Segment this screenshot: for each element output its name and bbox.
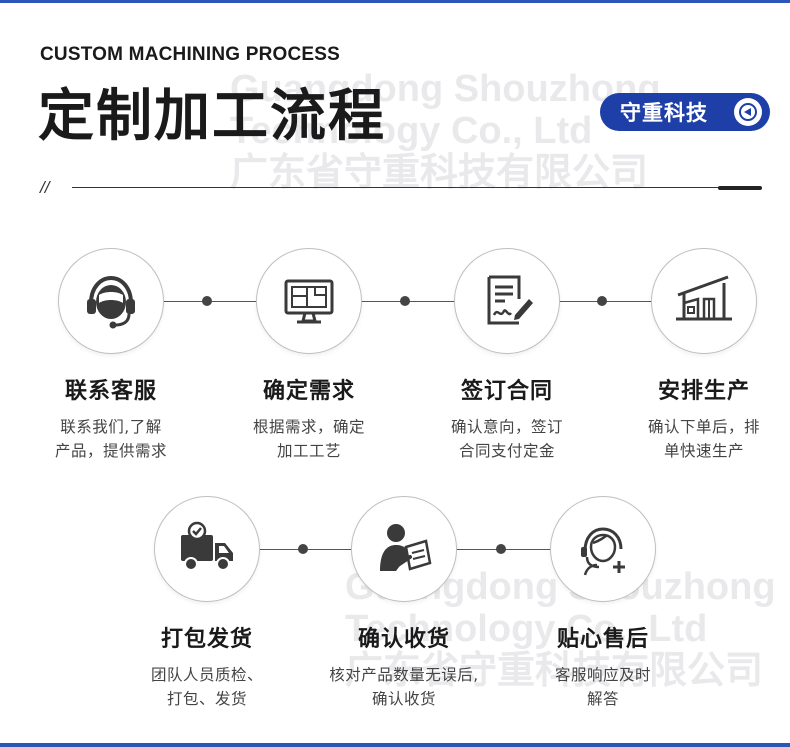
- process-step-after-sales: 贴心售后 客服响应及时 解答: [503, 496, 703, 711]
- process-step-contact: 联系客服 联系我们,了解 产品，提供需求: [11, 248, 211, 463]
- blueprint-monitor-icon: [284, 279, 334, 324]
- headset-agent-icon: [87, 275, 135, 329]
- step-title: 签订合同: [460, 379, 553, 404]
- contract-sign-icon: [487, 275, 533, 325]
- signing-person-icon: [380, 524, 432, 571]
- process-step-receipt: 确认收货 核对产品数量无误后, 确认收货: [304, 496, 504, 711]
- step-description: 根据需求，确定 加工工艺: [252, 418, 365, 460]
- divider-mark: //: [40, 178, 50, 197]
- delivery-truck-icon: [181, 521, 233, 571]
- page-title: 定制加工流程: [38, 84, 386, 149]
- brand-badge[interactable]: 守重科技: [600, 93, 770, 131]
- step-description: 确认意向，签订 合同支付定金: [450, 418, 563, 460]
- connector-dot: [597, 296, 607, 306]
- process-step-contract: 签订合同 确认意向，签订 合同支付定金: [407, 248, 607, 463]
- process-step-requirement: 确定需求 根据需求，确定 加工工艺: [209, 248, 409, 463]
- step-description: 核对产品数量无误后, 确认收货: [329, 666, 479, 708]
- connector-dot: [400, 296, 410, 306]
- step-icon-circle: [651, 248, 757, 354]
- top-edge: [0, 0, 790, 3]
- process-step-shipping: 打包发货 团队人员质检、 打包、发货: [107, 496, 307, 711]
- step-icon-circle: [154, 496, 260, 602]
- step-title: 确定需求: [262, 379, 355, 404]
- step-title: 联系客服: [64, 379, 157, 404]
- support-agent-icon: [581, 527, 625, 576]
- step-description: 确认下单后，排 单快速生产: [647, 418, 760, 460]
- step-title: 确认收货: [357, 627, 450, 652]
- page-subtitle: CUSTOM MACHINING PROCESS: [40, 44, 341, 65]
- step-title: 打包发货: [160, 627, 253, 652]
- step-icon-circle: [351, 496, 457, 602]
- bottom-edge: [0, 743, 790, 747]
- step-title: 安排生产: [657, 379, 750, 404]
- play-back-icon: [734, 98, 762, 126]
- connector-dot: [298, 544, 308, 554]
- connector-dot: [496, 544, 506, 554]
- step-description: 联系我们,了解 产品，提供需求: [54, 418, 167, 460]
- header-divider-accent: [718, 186, 762, 190]
- step-icon-circle: [58, 248, 164, 354]
- brand-badge-label: 守重科技: [620, 101, 708, 125]
- step-icon-circle: [550, 496, 656, 602]
- step-icon-circle: [256, 248, 362, 354]
- step-description: 客服响应及时 解答: [554, 666, 651, 708]
- step-title: 贴心售后: [556, 627, 649, 652]
- process-step-production: 安排生产 确认下单后，排 单快速生产: [604, 248, 790, 463]
- step-icon-circle: [454, 248, 560, 354]
- factory-icon: [676, 275, 732, 321]
- connector-dot: [202, 296, 212, 306]
- header-divider: [72, 187, 720, 188]
- step-description: 团队人员质检、 打包、发货: [150, 666, 263, 708]
